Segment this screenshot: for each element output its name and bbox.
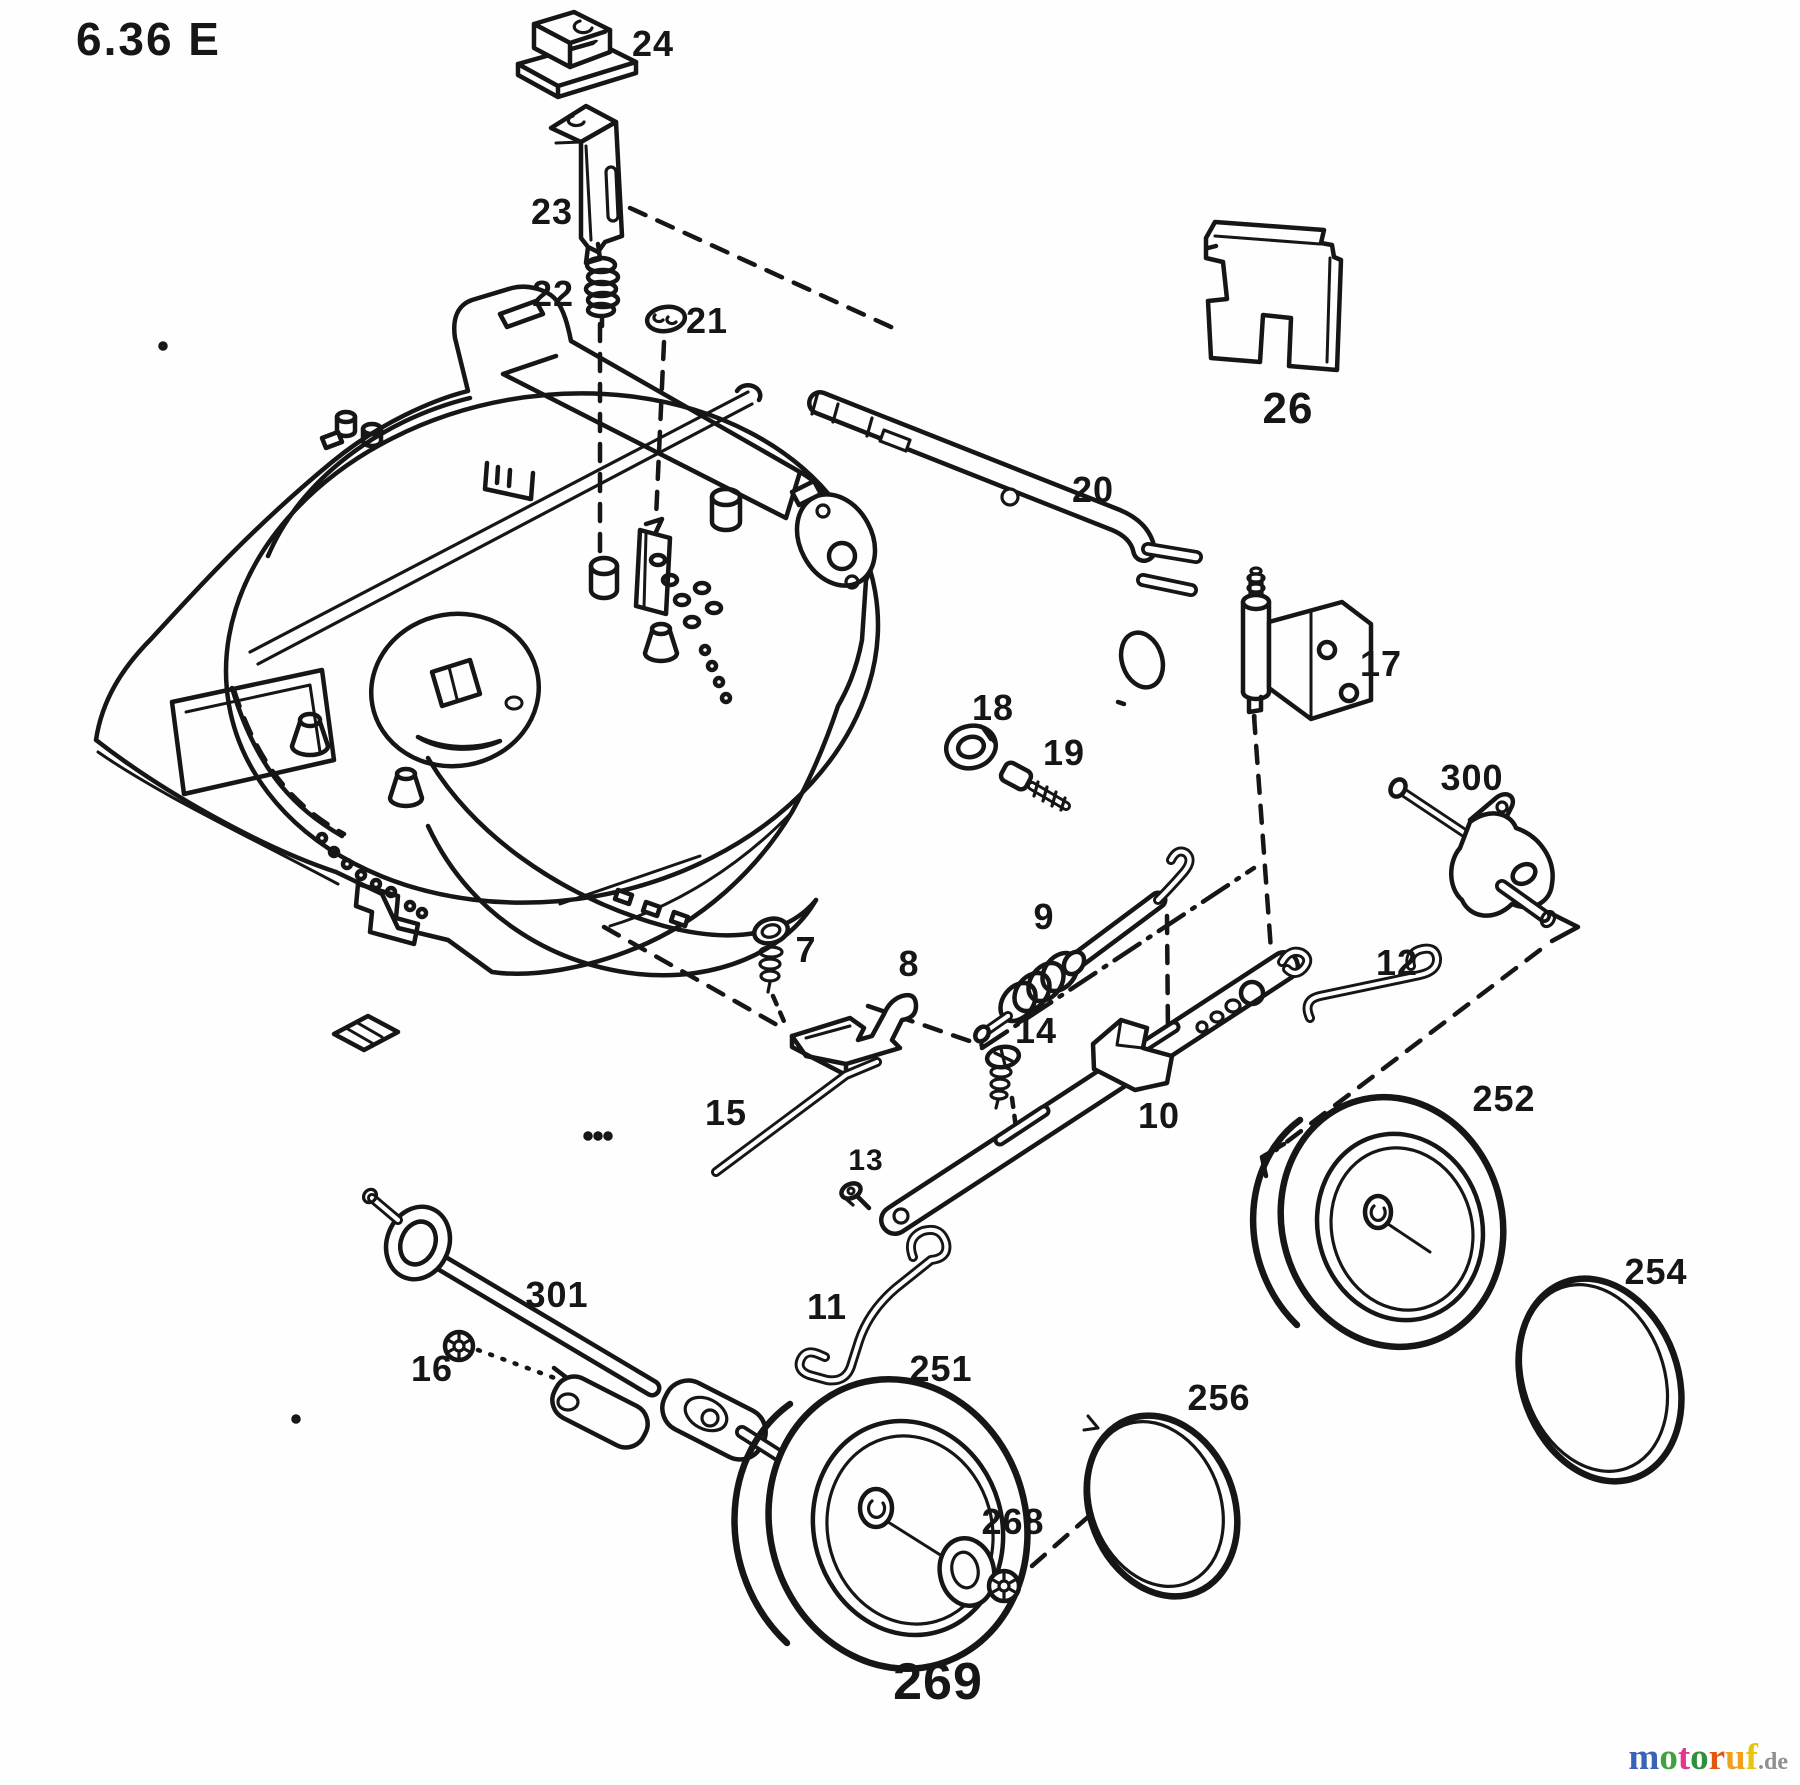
part-23-bracket	[548, 103, 625, 266]
vent-holes	[315, 552, 733, 920]
part-label-254: 254	[1624, 1251, 1688, 1292]
part-256-hubcap	[1082, 1412, 1241, 1600]
part-14-screw	[984, 1044, 1022, 1110]
part-301-axle	[361, 1187, 799, 1472]
part-label-20: 20	[1071, 469, 1115, 510]
part-26-bracket	[1203, 219, 1344, 373]
part-label-13: 13	[848, 1144, 884, 1177]
part-label-19: 19	[1042, 732, 1086, 773]
watermark-suffix: .de	[1758, 1749, 1788, 1775]
watermark-letter: r	[1708, 1737, 1726, 1778]
deck-bosses	[289, 621, 680, 809]
part-254-hubcap	[1515, 1275, 1685, 1485]
part-label-268: 268	[981, 1501, 1045, 1542]
part-label-12: 12	[1375, 942, 1419, 983]
part-label-15: 15	[704, 1092, 748, 1133]
part-label-16: 16	[410, 1348, 454, 1389]
part-label-252: 252	[1472, 1078, 1536, 1119]
part-label-300: 300	[1440, 757, 1504, 798]
part-15-rod	[711, 1057, 882, 1177]
watermark-letter: o	[1659, 1737, 1678, 1778]
part-label-7: 7	[795, 929, 817, 970]
part-label-11: 11	[806, 1286, 848, 1327]
part-label-256: 256	[1187, 1377, 1251, 1418]
wheel-252	[1249, 1093, 1507, 1351]
cable-guides	[319, 409, 384, 451]
part-21-washer	[644, 304, 688, 334]
part-13-pin	[839, 1181, 872, 1211]
part-label-8: 8	[898, 943, 920, 984]
part-9-spring-rod	[973, 846, 1195, 1044]
part-10-adjuster-bar	[879, 946, 1313, 1236]
part-label-251: 251	[909, 1348, 973, 1389]
watermark-letter: t	[1677, 1737, 1691, 1778]
watermark-word: motoruf	[1629, 1737, 1759, 1778]
part-11-hook-rod	[794, 1224, 952, 1386]
part-20-lever-bracket	[807, 390, 1203, 597]
part-label-14: 14	[1014, 1010, 1058, 1051]
watermark-letter: m	[1628, 1737, 1660, 1778]
part-label-10: 10	[1137, 1095, 1181, 1136]
part-7-screw	[752, 916, 790, 994]
part-label-301: 301	[525, 1274, 589, 1315]
part-12-rod	[1302, 943, 1443, 1023]
part-label-17: 17	[1359, 643, 1403, 684]
scan-artifacts	[158, 243, 1219, 1424]
part-8-clip	[789, 992, 919, 1078]
watermark-letter: u	[1725, 1737, 1746, 1778]
watermark-motoruf: motoruf.de	[1629, 1736, 1789, 1779]
part-label-9: 9	[1033, 896, 1055, 937]
part-label-21: 21	[685, 300, 729, 341]
watermark-letter: o	[1690, 1737, 1709, 1778]
part-label-22: 22	[531, 273, 575, 314]
part-269-washer	[937, 1536, 997, 1608]
page-title: 6.36 E	[76, 13, 221, 65]
part-label-23: 23	[530, 191, 574, 232]
part-label-18: 18	[971, 687, 1015, 728]
part-label-24: 24	[631, 23, 675, 64]
part-268-lock-washer	[986, 1568, 1022, 1604]
part-300-axle-crank	[1388, 777, 1557, 929]
mower-deck-housing	[93, 284, 1166, 1053]
part-label-269: 269	[893, 1653, 983, 1711]
part-19-screw	[998, 760, 1071, 812]
part-18-washer	[943, 723, 999, 771]
part-17-hinge-bolt	[1240, 566, 1374, 726]
part-24-switch-box	[515, 9, 639, 100]
hinge-slots	[612, 887, 691, 929]
watermark-letter: f	[1745, 1737, 1758, 1778]
part-label-26: 26	[1262, 384, 1314, 433]
part-22-spring	[583, 255, 621, 329]
part-16-star-nut	[442, 1329, 476, 1363]
